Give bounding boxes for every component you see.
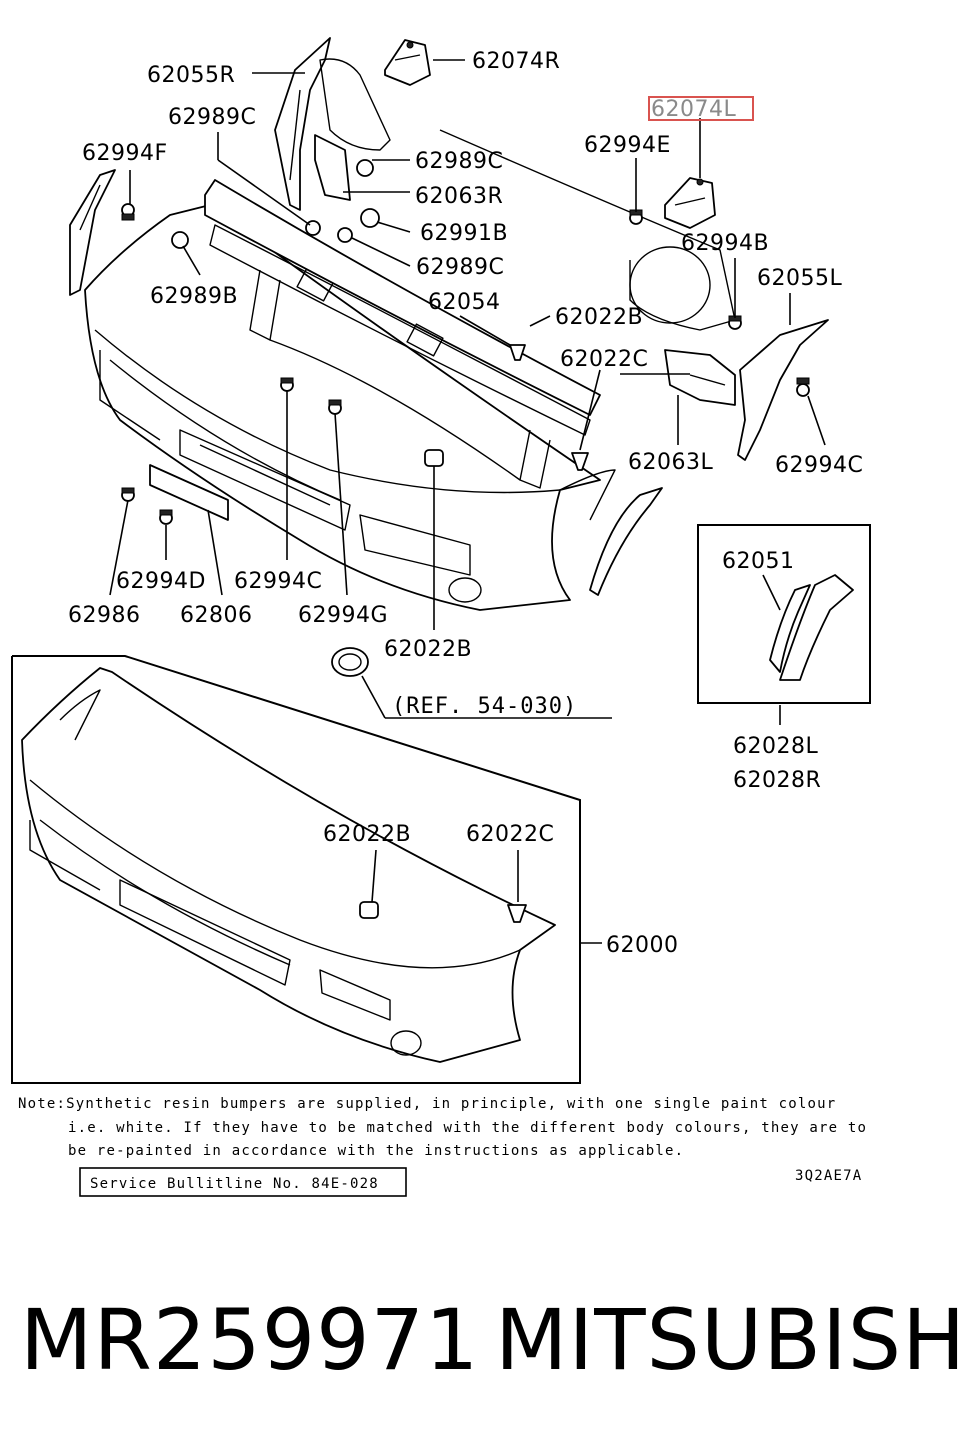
mount-bracket-62074R xyxy=(384,39,431,86)
bumper-reinforcement-62054 xyxy=(204,179,601,489)
product-caption: MR259971 MITSUBISHI xyxy=(0,1290,960,1400)
fasteners xyxy=(121,159,810,525)
label-62022B-a: 62022B xyxy=(555,305,643,330)
part-number: MR259971 xyxy=(20,1291,480,1389)
label-62028L: 62028L xyxy=(733,734,818,759)
label-62806: 62806 xyxy=(180,603,253,628)
side-bracket-62055L xyxy=(737,319,829,461)
label-62989C-a: 62989C xyxy=(168,105,256,130)
mount-bracket-62074L xyxy=(664,177,716,229)
note-block: Note:Synthetic resin bumpers are supplie… xyxy=(18,1096,867,1197)
label-62994E: 62994E xyxy=(584,133,671,158)
callout-labels: 62055R 62074R 62074L 62989C 62994F 62989… xyxy=(68,49,863,958)
label-62989C-b: 62989C xyxy=(415,149,503,174)
label-62055L: 62055L xyxy=(757,266,842,291)
side-bracket-62055R xyxy=(274,37,331,211)
brand-name: MITSUBISHI xyxy=(495,1291,960,1389)
note-line-1: Note:Synthetic resin bumpers are supplie… xyxy=(18,1096,836,1112)
corner-trim-upper xyxy=(589,487,663,596)
label-62989B: 62989B xyxy=(150,284,238,309)
bracket-62063L xyxy=(664,349,736,406)
bracket-62063R xyxy=(314,134,351,201)
label-62994C-b: 62994C xyxy=(234,569,322,594)
label-62994G: 62994G xyxy=(298,603,388,628)
label-62022C-a: 62022C xyxy=(560,347,648,372)
label-62994B: 62994B xyxy=(681,231,769,256)
label-62074L: 62074L xyxy=(651,97,736,122)
assembly-box-62000 xyxy=(11,655,602,1084)
note-line-2: i.e. white. If they have to be matched w… xyxy=(68,1120,867,1136)
diagram-code: 3Q2AE7A xyxy=(795,1168,862,1184)
highlight-box-62074L xyxy=(648,96,754,121)
parts-diagram: 62055R 62074R 62074L 62989C 62994F 62989… xyxy=(11,37,871,1197)
label-62074R: 62074R xyxy=(472,49,560,74)
label-62051: 62051 xyxy=(722,549,795,574)
label-62063R: 62063R xyxy=(415,184,503,209)
note-line-3: be re-painted in accordance with the ins… xyxy=(68,1143,684,1159)
ref-label: (REF. 54-030) xyxy=(392,694,577,719)
label-62994F: 62994F xyxy=(82,141,168,166)
label-62022B-b: 62022B xyxy=(384,637,472,662)
ghost-panel-outline xyxy=(319,58,736,331)
label-62994D: 62994D xyxy=(116,569,206,594)
label-62989C-c: 62989C xyxy=(416,255,504,280)
label-62022C-b: 62022C xyxy=(466,822,554,847)
label-62028R: 62028R xyxy=(733,768,821,793)
label-62991B: 62991B xyxy=(420,221,508,246)
label-62994C-a: 62994C xyxy=(775,453,863,478)
label-62986: 62986 xyxy=(68,603,141,628)
side-bracket-left xyxy=(69,169,116,296)
label-62054: 62054 xyxy=(428,290,501,315)
leader-lines xyxy=(109,59,826,725)
label-62022B-c: 62022B xyxy=(323,822,411,847)
label-62063L: 62063L xyxy=(628,450,713,475)
label-62000: 62000 xyxy=(606,933,679,958)
fog-lamp-bezel-ref xyxy=(331,647,369,677)
license-plate-bracket-62806 xyxy=(149,464,229,521)
inset-corner-trim-box xyxy=(697,524,871,704)
label-62055R: 62055R xyxy=(147,63,235,88)
service-bulletin: Service Bullitline No. 84E-028 xyxy=(90,1176,379,1192)
service-bulletin-box xyxy=(79,1167,407,1197)
